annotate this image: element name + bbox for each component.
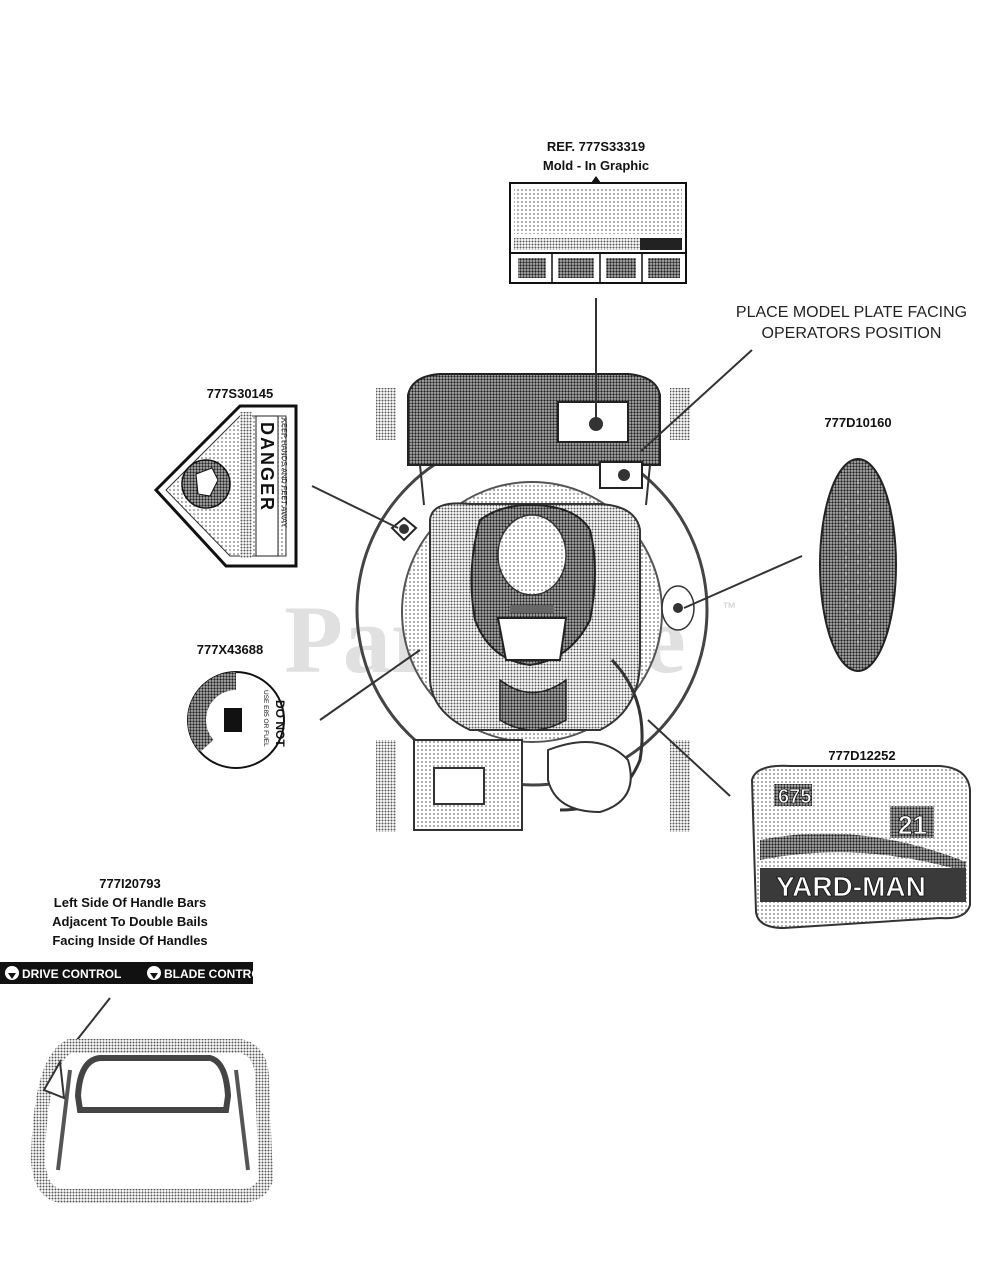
- mold-in-graphic-decal: [509, 176, 687, 284]
- yardman-brand: YARD-MAN: [776, 871, 926, 902]
- mower-deck: [355, 373, 709, 832]
- danger-subtext: KEEP HANDS AND FEET AWAY: [280, 418, 289, 527]
- oval-decal-part: 777D10160: [824, 415, 892, 430]
- oval-decal-label: 777D10160: [808, 413, 908, 432]
- trademark-symbol: ™: [722, 599, 736, 615]
- handle-decal-line2: Adjacent To Double Bails: [52, 914, 208, 929]
- mold-ref-part: REF. 777S33319: [546, 139, 646, 154]
- yardman-model: 675: [778, 786, 811, 808]
- engine-opening: [496, 617, 568, 661]
- wheel-rear-left: [376, 740, 396, 832]
- oval-decal: [819, 458, 897, 672]
- wheel-front-right: [670, 388, 690, 440]
- mold-ref-label: REF. 777S33319 Mold - In Graphic: [496, 137, 696, 175]
- wheel-rear-right: [670, 740, 690, 832]
- grass-bag-port: [547, 741, 632, 814]
- handle-decal-line3: Facing Inside Of Handles: [52, 933, 208, 948]
- yardman-decal: 675 21 YARD-MAN: [750, 764, 971, 930]
- leader-lines: [57, 298, 803, 1065]
- handle-decal-part: 777I20793: [99, 876, 161, 891]
- handle-decal-line1: Left Side Of Handle Bars: [53, 895, 207, 910]
- yardman-decal-label: 777D12252: [812, 746, 912, 765]
- handle-decal-label: 777I20793 Left Side Of Handle Bars Adjac…: [20, 874, 240, 950]
- fuel-warning-decal: DO NOT USE E85 OR FUEL: [187, 671, 287, 769]
- yardman-decal-part: 777D12252: [828, 748, 896, 763]
- handle-bars: [30, 1039, 274, 1203]
- mold-ref-desc: Mold - In Graphic: [542, 158, 650, 173]
- yardman-size: 21: [898, 810, 927, 840]
- model-plate-label: PLACE MODEL PLATE FACING OPERATORS POSIT…: [714, 302, 989, 344]
- fuel-line-2: USE E85 OR FUEL: [262, 690, 269, 747]
- fuel-decal-part: 777X43688: [196, 642, 264, 657]
- control-strip-decal: DRIVE CONTROL BLADE CONTROL: [0, 962, 268, 984]
- danger-hand-decal: DANGER KEEP HANDS AND FEET AWAY: [153, 404, 298, 568]
- wheel-front-left: [376, 388, 396, 440]
- model-plate-line2: OPERATORS POSITION: [761, 325, 942, 342]
- drive-control-text: DRIVE CONTROL: [22, 967, 121, 981]
- blade-control-text: BLADE CONTROL: [164, 967, 268, 981]
- hand-decal-part: 777S30145: [206, 386, 274, 401]
- fuel-decal-label: 777X43688: [180, 640, 280, 659]
- danger-word: DANGER: [257, 422, 277, 512]
- model-plate-line1: PLACE MODEL PLATE FACING: [735, 304, 968, 321]
- hand-decal-label: 777S30145: [190, 384, 290, 403]
- fuel-do-not: DO NOT: [273, 700, 287, 747]
